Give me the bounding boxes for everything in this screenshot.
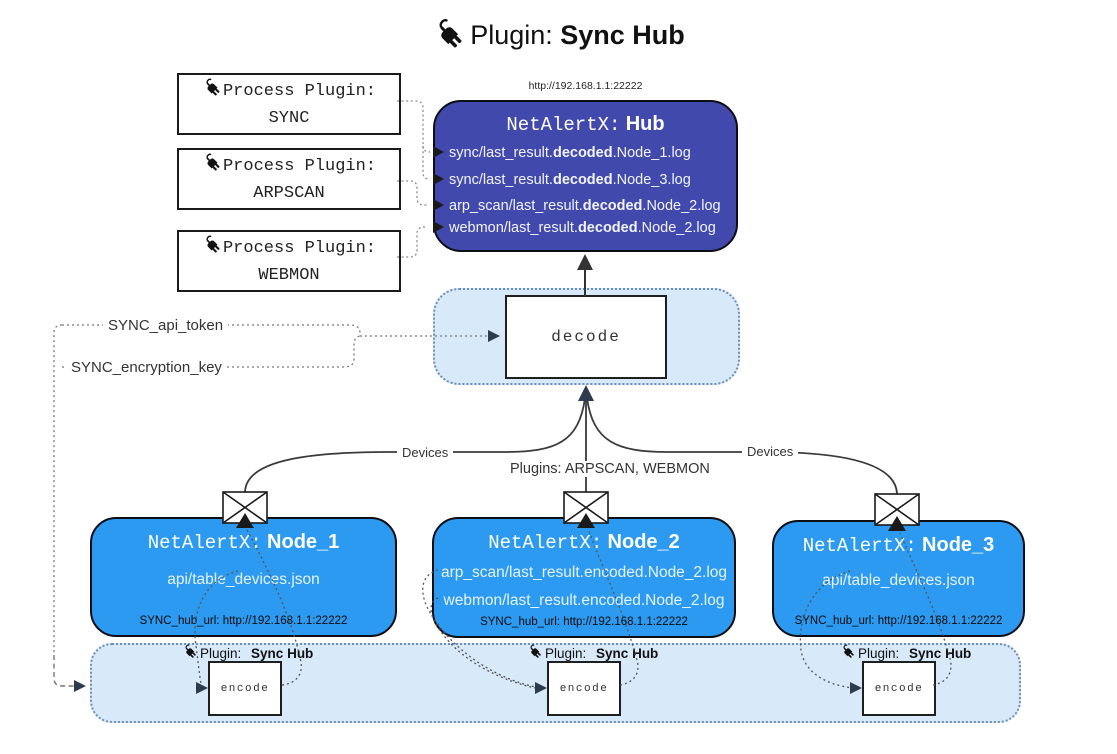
decode-box: decode: [505, 295, 667, 379]
node-file: api/table_devices.json: [822, 572, 975, 589]
plug-icon: [202, 78, 221, 106]
node-box-node1: NetAlertX: Node_1 api/table_devices.json…: [90, 517, 397, 637]
process-plugin-label: Process Plugin:: [222, 239, 377, 258]
node-title: NetAlertX: Node_2: [488, 531, 680, 554]
node-box-node3: NetAlertX: Node_3 api/table_devices.json…: [772, 520, 1025, 637]
band-plugin-label: Plugin: Sync Hub: [840, 644, 971, 662]
encode-box: encode: [862, 661, 936, 716]
edge-label-devices-right: Devices: [742, 444, 799, 459]
hub-title: NetAlertX: Hub: [435, 113, 736, 136]
encode-box: encode: [208, 661, 282, 716]
plug-icon: [182, 644, 197, 662]
arrowhead-into-hub: [577, 254, 593, 270]
node-hub-url: SYNC_hub_url: http://192.168.1.1:22222: [480, 616, 688, 628]
title-label: Plugin:: [470, 20, 553, 50]
arrowhead-into-band: [74, 680, 86, 692]
plug-icon: [202, 235, 221, 263]
hub-url-label: http://192.168.1.1:22222: [528, 80, 643, 92]
node-file: arp_scan/last_result.encoded.Node_2.log: [440, 564, 728, 581]
plug-icon: [527, 644, 542, 662]
hub-log-line: arp_scan/last_result.decoded.Node_2.log: [449, 198, 721, 214]
edge-label-plugins: Plugins: ARPSCAN, WEBMON: [505, 461, 715, 477]
node-file: api/table_devices.json: [167, 571, 320, 588]
node-title: NetAlertX: Node_1: [147, 531, 340, 554]
process-plugin-name: SYNC: [268, 108, 310, 128]
wire-arpscan-to-hub: [397, 180, 427, 206]
wire-sync-to-hub: [397, 100, 431, 180]
band-plugin-label: Plugin: Sync Hub: [182, 644, 313, 662]
process-plugin-label: Process Plugin:: [222, 82, 377, 101]
node-box-node2: NetAlertX: Node_2 arp_scan/last_result.e…: [432, 517, 736, 638]
process-plugin-name: WEBMON: [258, 265, 320, 285]
node-hub-url: SYNC_hub_url: http://192.168.1.1:22222: [139, 615, 348, 627]
plug-icon: [432, 18, 464, 57]
secret-label-encryption-key: SYNC_encryption_key: [66, 359, 227, 376]
process-plugin-name: ARPSCAN: [253, 183, 325, 203]
wire-webmon-to-hub: [397, 226, 427, 258]
hub-box: NetAlertX: Hub sync/last_result.decoded.…: [433, 100, 738, 252]
wire-sync-to-hub-branch: [422, 145, 431, 153]
band-plugin-label: Plugin: Sync Hub: [527, 644, 658, 662]
plug-icon: [202, 153, 221, 181]
decode-label: decode: [551, 328, 621, 346]
wire-secrets-down: [53, 324, 63, 655]
hub-log-line: sync/last_result.decoded.Node_3.log: [449, 172, 691, 188]
node-file: webmon/last_result.encoded.Node_2.log: [443, 592, 725, 609]
hub-title-name: Hub: [625, 113, 665, 135]
encode-box: encode: [547, 661, 621, 716]
process-plugin-label: Process Plugin:: [222, 157, 377, 176]
node-hub-url: SYNC_hub_url: http://192.168.1.1:22222: [794, 615, 1003, 627]
process-plugin-box-arpscan: Process Plugin: ARPSCAN: [177, 148, 401, 210]
edge-label-devices-left: Devices: [397, 445, 454, 460]
arrowhead-into-decode-zone: [578, 385, 594, 401]
hub-log-line: sync/last_result.decoded.Node_1.log: [449, 145, 691, 161]
title-name: Sync Hub: [560, 20, 685, 50]
wire-secrets-to-band: [53, 655, 76, 687]
page-title: Plugin: Sync Hub: [0, 18, 1117, 57]
node-title: NetAlertX: Node_3: [802, 534, 995, 557]
plug-icon: [840, 644, 855, 662]
secret-label-api-token: SYNC_api_token: [103, 317, 229, 334]
hub-log-line: webmon/last_result.decoded.Node_2.log: [449, 220, 716, 236]
process-plugin-box-webmon: Process Plugin: WEBMON: [177, 230, 401, 292]
process-plugin-box-sync: Process Plugin: SYNC: [177, 73, 401, 135]
hub-title-prefix: NetAlertX:: [506, 114, 621, 136]
